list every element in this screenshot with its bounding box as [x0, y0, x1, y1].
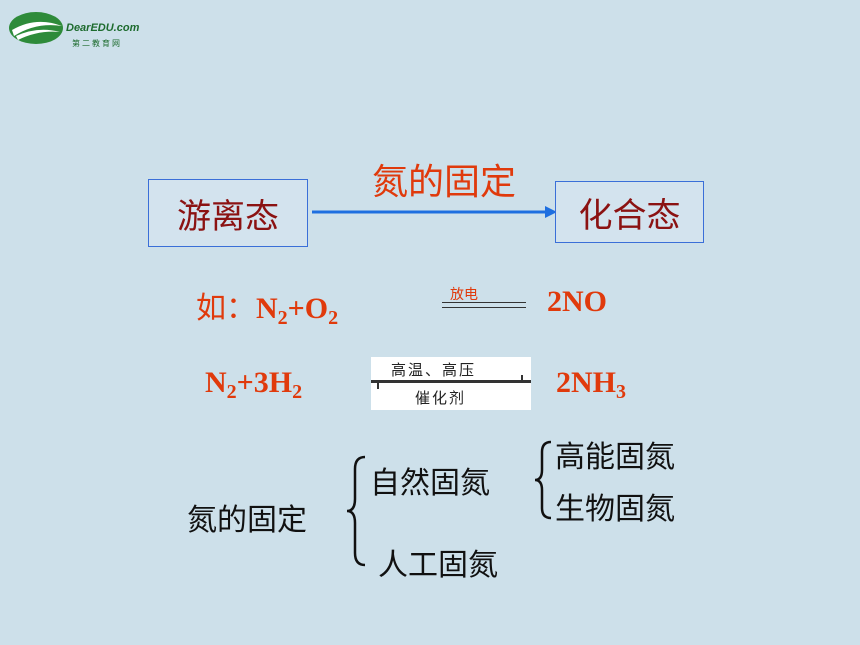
equation-prefix: 如： — [196, 291, 256, 326]
logo-text: DearEDU.com — [66, 22, 140, 34]
logo-swirl-icon — [9, 12, 63, 44]
equation-1-right: 2NO — [547, 285, 607, 318]
classification-root: 氮的固定 — [187, 503, 307, 538]
combined-state-box: 化合态 — [555, 181, 704, 243]
equation-1-left: 如：N2+O2 — [196, 291, 339, 329]
equation-2-right: 2NH3 — [556, 366, 626, 403]
biological-fixation: 生物固氮 — [555, 492, 675, 527]
logo: DearEDU.com 第二教育网 — [6, 8, 156, 52]
equation-2-left: N2+3H2 — [205, 366, 303, 403]
logo-subtext: 第二教育网 — [72, 39, 122, 48]
right-arrow-icon — [312, 206, 557, 218]
natural-fixation: 自然固氮 — [370, 466, 490, 501]
free-state-box: 游离态 — [148, 179, 308, 247]
left-brace-icon — [534, 440, 552, 520]
high-energy-fixation: 高能固氮 — [555, 440, 675, 475]
equation-2-condition: 高温、高压 催化剂 — [371, 357, 531, 410]
arrow-label: 氮的固定 — [372, 162, 517, 203]
left-brace-icon — [346, 455, 366, 567]
artificial-fixation: 人工固氮 — [378, 548, 498, 583]
equation-1-condition: 放电 — [442, 282, 526, 314]
